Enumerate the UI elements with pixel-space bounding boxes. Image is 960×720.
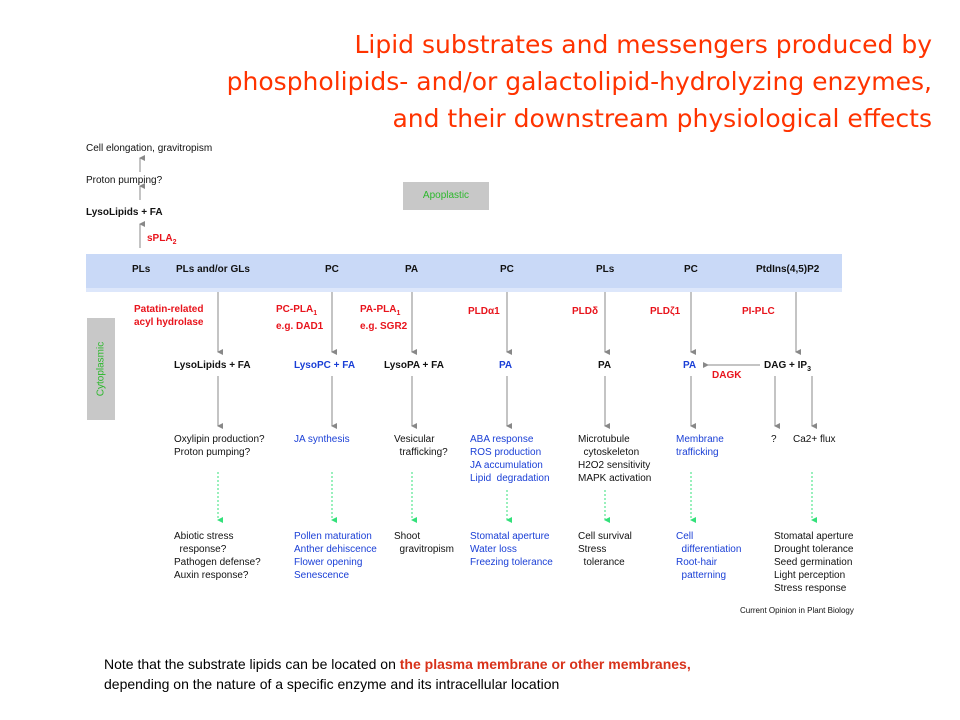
header-pc-2: PC — [500, 264, 514, 275]
enzyme-pld-delta: PLDδ — [572, 306, 599, 317]
header-pc-3: PC — [684, 264, 698, 275]
enzyme-pi-plc: PI-PLC — [742, 306, 775, 317]
effects-col3: Vesicular trafficking? — [394, 434, 448, 458]
enzyme-dagk: DAGK — [712, 370, 742, 381]
membrane-band-edge — [86, 288, 842, 292]
footnote: Note that the substrate lipids can be lo… — [104, 654, 691, 694]
header-pls-gls: PLs and/or GLs — [176, 264, 250, 275]
spla2-label: sPLA2 — [147, 233, 177, 246]
apo-step-2: Proton pumping? — [86, 175, 163, 186]
header-pc-1: PC — [325, 264, 339, 275]
apo-step-1: Cell elongation, gravitropism — [86, 143, 213, 154]
enzyme-pld-alpha1: PLDα1 — [468, 306, 500, 317]
product-lysopc: LysoPC + FA — [294, 360, 356, 371]
responses-col1: Abiotic stress response?Pathogen defense… — [174, 531, 261, 581]
enzyme-pld-zeta1: PLDζ1 — [650, 306, 681, 317]
source-credit: Current Opinion in Plant Biology — [740, 606, 854, 615]
note-highlight: the plasma membrane or other membranes, — [399, 656, 691, 672]
note-part1: Note that the substrate lipids can be lo… — [104, 656, 400, 672]
title-line-2: phospholipids- and/or galactolipid-hydro… — [226, 67, 932, 96]
header-pls: PLs — [132, 264, 151, 275]
product-lysolipids: LysoLipids + FA — [174, 360, 251, 371]
product-dag-ip3: DAG + IP3 — [764, 360, 811, 373]
membrane-band — [86, 254, 842, 288]
product-lysopa: LysoPA + FA — [384, 360, 444, 371]
title-line-3: and their downstream physiological effec… — [392, 104, 932, 133]
slide-title: Lipid substrates and messengers produced… — [32, 26, 932, 137]
title-line-1: Lipid substrates and messengers produced… — [354, 30, 932, 59]
apoplastic-label: Apoplastic — [403, 182, 489, 210]
effects-col2: JA synthesis — [294, 434, 350, 445]
effects-col7-left: ? — [771, 434, 777, 445]
responses-col3: Shoot gravitropism — [394, 531, 455, 555]
header-pa: PA — [405, 264, 419, 275]
product-pa-2: PA — [598, 360, 612, 371]
apo-step-3: LysoLipids + FA — [86, 207, 163, 218]
header-pls-2: PLs — [596, 264, 615, 275]
cytoplasmic-box: Cytoplasmic — [87, 318, 115, 420]
product-pa-3: PA — [683, 360, 697, 371]
effects-col7-right: Ca2+ flux — [793, 434, 836, 445]
note-line2: depending on the nature of a specific en… — [104, 676, 560, 692]
header-ptdins: PtdIns(4,5)P2 — [756, 264, 820, 275]
product-pa-1: PA — [499, 360, 513, 371]
effects-col1: Oxylipin production?Proton pumping? — [174, 434, 265, 458]
